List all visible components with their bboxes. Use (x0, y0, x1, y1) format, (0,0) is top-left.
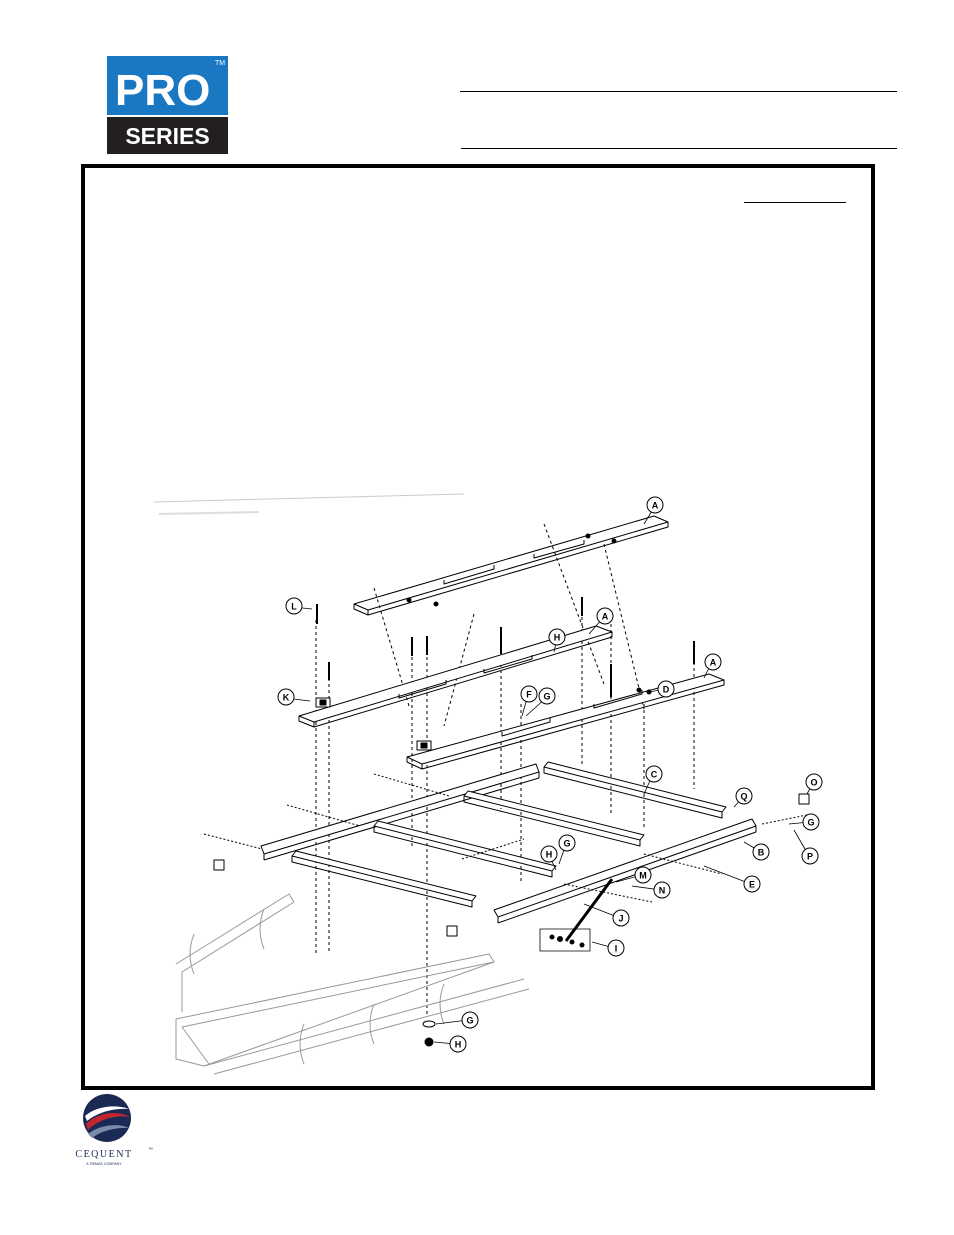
exploded-view-diagram: A A A B C D E F G G G G H H H I J K L M … (153, 493, 823, 1075)
header-rule-bottom (461, 148, 897, 149)
pro-series-logo: PRO TM SERIES (107, 56, 228, 154)
top-panel-upper (353, 515, 669, 616)
cross-members (291, 761, 727, 908)
callout-label: C (651, 770, 658, 780)
logo-subword: SERIES (125, 123, 209, 149)
callout-label: A (602, 612, 609, 622)
top-panel-middle (298, 625, 613, 728)
callout-d: D (657, 680, 675, 698)
callout-label: O (810, 778, 817, 788)
callout-g-3: G (558, 834, 576, 852)
callout-label: G (543, 692, 550, 702)
callout-label: M (639, 871, 647, 881)
callout-label: Q (740, 792, 747, 802)
callout-g-2: G (802, 813, 820, 831)
header-rule-top (460, 91, 897, 92)
callout-h-1: H (548, 628, 566, 646)
callout-g-1: G (538, 687, 556, 705)
callout-label: J (618, 914, 623, 924)
callout-label: D (663, 685, 670, 695)
callout-label: H (546, 850, 553, 860)
top-panel-lower (406, 673, 725, 770)
callout-p: P (801, 847, 819, 865)
callout-label: I (615, 944, 618, 954)
callout-label: G (466, 1016, 473, 1026)
callout-i: I (607, 939, 625, 957)
callout-c: C (645, 765, 663, 783)
diagram-frame: A A A B C D E F G G G G H H H I J K L M … (81, 164, 875, 1090)
bracket-j (539, 878, 614, 952)
cequent-tm: ™ (148, 1147, 153, 1153)
callout-label: F (526, 690, 532, 700)
cart-bed (175, 893, 530, 1075)
washer-g (422, 1020, 436, 1028)
callout-label: E (749, 880, 755, 890)
callout-a-lower: A (704, 653, 722, 671)
callout-f: F (520, 685, 538, 703)
callout-label: G (807, 818, 814, 828)
callout-h-2: H (540, 845, 558, 863)
callout-label: L (291, 602, 297, 612)
callout-label: B (758, 848, 765, 858)
callout-a-middle: A (596, 607, 614, 625)
nut-h (424, 1037, 434, 1047)
logo-word: PRO (115, 66, 210, 115)
callout-o: O (805, 773, 823, 791)
callout-l: L (285, 597, 303, 615)
cequent-name: CEQUENT (75, 1149, 132, 1160)
callout-label: H (554, 633, 561, 643)
guide-lines-upper (315, 523, 695, 1014)
callout-h-3: H (449, 1035, 467, 1053)
bolts-vertical (316, 597, 695, 697)
callout-label: H (455, 1040, 462, 1050)
side-rail-front (493, 818, 757, 924)
callout-label: G (563, 839, 570, 849)
cequent-tagline: A TRIMAS COMPANY (86, 1162, 122, 1166)
callout-m: M (634, 866, 652, 884)
callout-q: Q (735, 787, 753, 805)
callout-k: K (277, 688, 295, 706)
callout-leaders (284, 505, 814, 1045)
callout-label: N (659, 886, 666, 896)
logo-tm: TM (215, 60, 225, 67)
callout-label: A (652, 501, 659, 511)
callout-e: E (743, 875, 761, 893)
callout-b: B (752, 843, 770, 861)
callout-n: N (653, 881, 671, 899)
cequent-logo: CEQUENT ™ A TRIMAS COMPANY (75, 1094, 153, 1166)
callout-a-top: A (646, 496, 664, 514)
callout-g-4: G (461, 1011, 479, 1029)
callout-j: J (612, 909, 630, 927)
callout-label: A (710, 658, 717, 668)
callout-set: A A A B C D E F G G G G H H H I J K L M … (277, 496, 823, 1053)
callout-label: P (807, 852, 813, 862)
bolt-rows (203, 773, 813, 903)
side-rail-rear (260, 763, 540, 861)
callout-label: K (283, 693, 290, 703)
frame-rule (744, 202, 846, 203)
